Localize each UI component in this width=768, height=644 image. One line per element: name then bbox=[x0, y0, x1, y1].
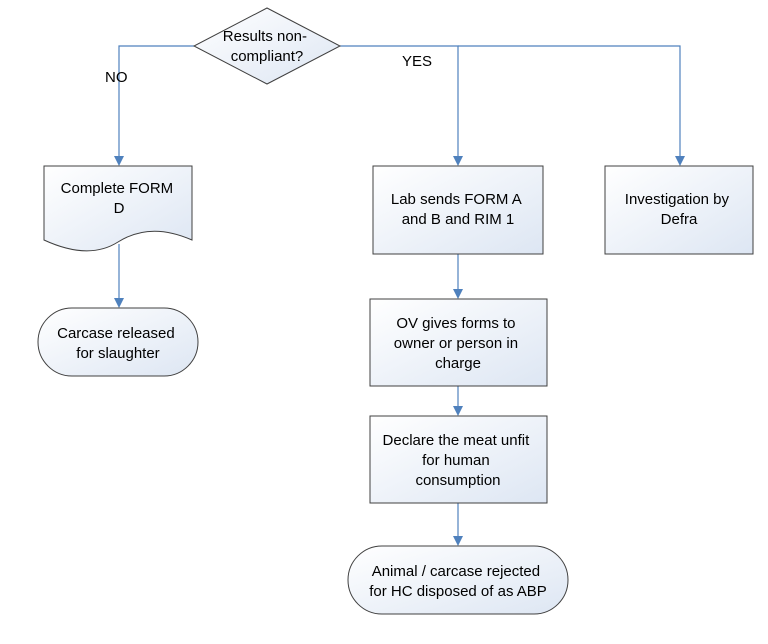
node-investigation: Investigation by Defra bbox=[604, 165, 754, 255]
decision-diamond-shape bbox=[192, 7, 342, 85]
form-d-label-line-1: Complete FORM bbox=[61, 180, 174, 197]
investigation-label-line-1: Investigation by bbox=[625, 191, 730, 208]
node-form-d: Complete FORM D bbox=[43, 165, 193, 252]
rejected-terminal-shape bbox=[347, 545, 569, 615]
ov-forms-process-shape bbox=[369, 298, 548, 387]
lab-forms-label-line-1: Lab sends FORM A bbox=[391, 191, 522, 208]
node-declare-unfit: Declare the meat unfit for human consump… bbox=[369, 415, 548, 504]
edge-decision-to-form-d bbox=[114, 45, 194, 166]
ov-forms-label: OV gives forms to owner or person in cha… bbox=[394, 315, 522, 372]
node-decision: Results non- compliant? bbox=[192, 7, 342, 85]
form-d-label-line-2: D bbox=[114, 200, 125, 217]
lab-forms-process-shape bbox=[372, 165, 544, 255]
edge-label-no: NO bbox=[105, 69, 128, 86]
node-rejected: Animal / carcase rejected for HC dispose… bbox=[347, 545, 569, 615]
ov-forms-label-line-2: owner or person in bbox=[394, 335, 518, 352]
rejected-label-line-1: Animal / carcase rejected bbox=[372, 563, 540, 580]
released-label: Carcase released for slaughter bbox=[57, 325, 179, 362]
declare-unfit-label-line-1: Declare the meat unfit bbox=[383, 432, 531, 449]
investigation-process-shape bbox=[604, 165, 754, 255]
node-lab-forms: Lab sends FORM A and B and RIM 1 bbox=[372, 165, 544, 255]
decision-label-line-1: Results non- bbox=[223, 28, 307, 45]
declare-unfit-label-line-2: for human bbox=[422, 452, 490, 469]
investigation-label-line-2: Defra bbox=[661, 211, 698, 228]
decision-label: Results non- compliant? bbox=[223, 28, 311, 65]
rejected-label: Animal / carcase rejected for HC dispose… bbox=[369, 563, 547, 600]
released-terminal-shape bbox=[37, 307, 199, 377]
decision-label-line-2: compliant? bbox=[231, 48, 304, 65]
investigation-label: Investigation by Defra bbox=[625, 191, 733, 228]
node-released: Carcase released for slaughter bbox=[37, 307, 199, 377]
declare-unfit-process-shape bbox=[369, 415, 548, 504]
edges bbox=[114, 45, 685, 546]
declare-unfit-label: Declare the meat unfit for human consump… bbox=[383, 432, 534, 489]
lab-forms-label: Lab sends FORM A and B and RIM 1 bbox=[391, 191, 525, 228]
lab-forms-label-line-2: and B and RIM 1 bbox=[402, 211, 515, 228]
node-ov-forms: OV gives forms to owner or person in cha… bbox=[369, 298, 548, 387]
released-label-line-1: Carcase released bbox=[57, 325, 175, 342]
edge-decision-to-lab-forms bbox=[340, 45, 463, 166]
rejected-label-line-2: for HC disposed of as ABP bbox=[369, 583, 547, 600]
ov-forms-label-line-1: OV gives forms to bbox=[396, 315, 515, 332]
edge-decision-to-investigation bbox=[458, 45, 685, 166]
edge-label-yes: YES bbox=[402, 53, 432, 70]
released-label-line-2: for slaughter bbox=[76, 345, 159, 362]
declare-unfit-label-line-3: consumption bbox=[415, 472, 500, 489]
form-d-document-shape bbox=[43, 165, 193, 252]
form-d-label: Complete FORM D bbox=[61, 180, 178, 217]
ov-forms-label-line-3: charge bbox=[435, 355, 481, 372]
